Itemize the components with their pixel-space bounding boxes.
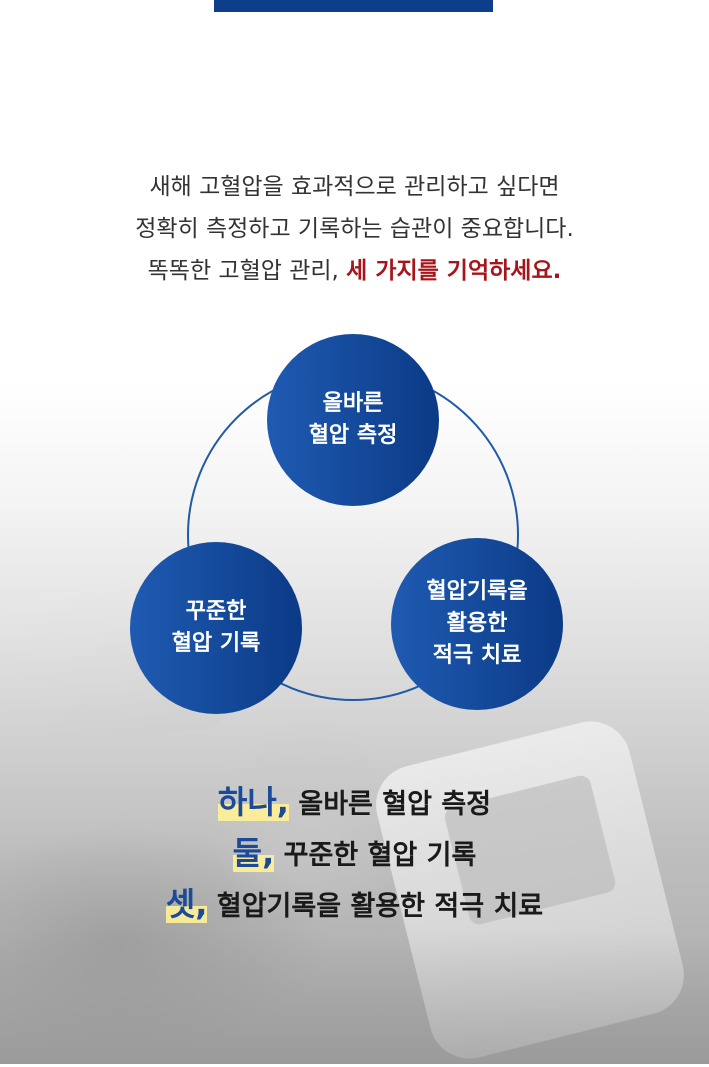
summary-list: 하나, 올바른 혈압 측정 둘, 꾸준한 혈압 기록 셋, 혈압기록을 활용한 … (0, 778, 709, 931)
circle-3-line-1: 혈압기록을 (426, 579, 528, 604)
summary-item-1: 하나, 올바른 혈압 측정 (0, 778, 709, 829)
summary-item-2: 둘, 꾸준한 혈압 기록 (0, 829, 709, 880)
summary-item-3-number: 셋, (165, 885, 208, 923)
circle-steady-recording: 꾸준한 혈압 기록 (130, 542, 302, 714)
circle-1-line-1: 올바른 (322, 391, 384, 416)
intro-line-3-plain: 똑똑한 고혈압 관리, (147, 258, 347, 284)
circle-2-line-2: 혈압 기록 (171, 631, 261, 656)
summary-item-3-text: 혈압기록을 활용한 적극 치료 (207, 891, 544, 922)
intro-text: 새해 고혈압을 효과적으로 관리하고 싶다면 정확히 측정하고 기록하는 습관이… (0, 166, 709, 292)
circle-3-line-2: 활용한 (446, 611, 508, 636)
intro-line-1: 새해 고혈압을 효과적으로 관리하고 싶다면 (149, 174, 560, 200)
circle-active-treatment: 혈압기록을 활용한 적극 치료 (391, 538, 563, 710)
desk-image (0, 930, 709, 1064)
summary-item-2-number: 둘, (232, 834, 275, 872)
circle-1-line-2: 혈압 측정 (308, 423, 398, 448)
circle-3-line-3: 적극 치료 (432, 643, 522, 668)
summary-item-2-text: 꾸준한 혈압 기록 (274, 840, 477, 871)
summary-item-1-number: 하나, (217, 783, 289, 821)
top-accent-bar (214, 0, 493, 12)
summary-item-3: 셋, 혈압기록을 활용한 적극 치료 (0, 880, 709, 931)
intro-highlight: 세 가지를 기억하세요. (346, 258, 562, 284)
circle-2-line-1: 꾸준한 (185, 599, 247, 624)
summary-item-1-text: 올바른 혈압 측정 (288, 789, 492, 820)
intro-line-3: 똑똑한 고혈압 관리, 세 가지를 기억하세요. (0, 250, 709, 292)
intro-line-2: 정확히 측정하고 기록하는 습관이 중요합니다. (135, 216, 574, 242)
circle-correct-measurement: 올바른 혈압 측정 (267, 334, 439, 506)
